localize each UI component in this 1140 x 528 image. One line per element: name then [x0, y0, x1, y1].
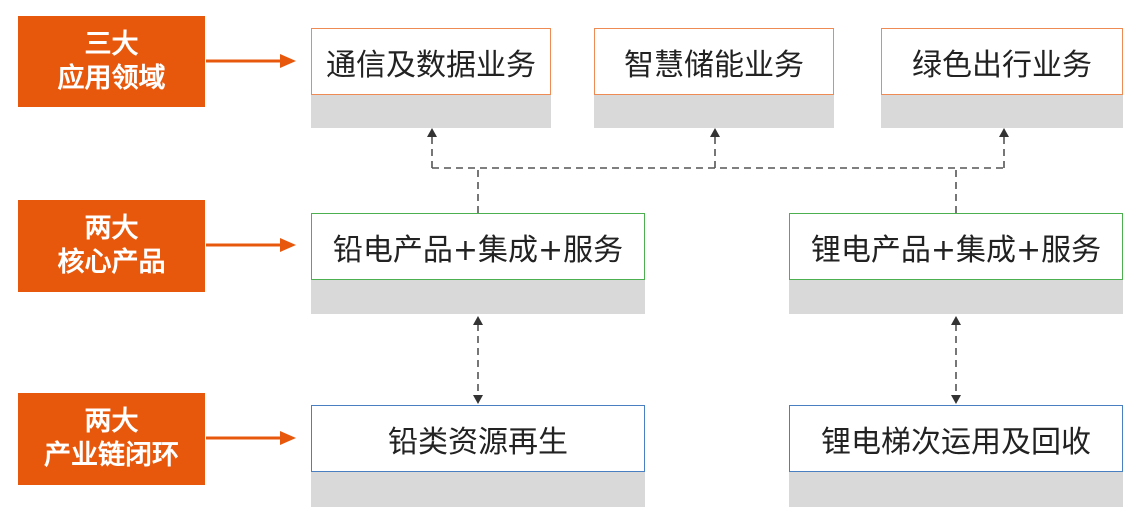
app-box-green-mobility: 绿色出行业务 — [881, 28, 1123, 95]
box-shadow — [594, 95, 834, 128]
box-shadow — [789, 472, 1123, 507]
app-box-label: 智慧储能业务 — [624, 47, 804, 83]
app-box-telecom-data: 通信及数据业务 — [311, 28, 551, 95]
label-line-1: 三大 — [84, 28, 139, 60]
arrow-right-icon — [206, 54, 296, 68]
loop-box-label: 铅类资源再生 — [388, 424, 568, 460]
app-box-smart-storage: 智慧储能业务 — [594, 28, 834, 95]
loop-box-label: 锂电梯次运用及回收 — [821, 424, 1091, 460]
label-core-products: 两大 核心产品 — [18, 200, 205, 292]
label-line-2: 产业链闭环 — [44, 440, 179, 471]
label-industry-loops: 两大 产业链闭环 — [18, 393, 205, 485]
app-box-label: 通信及数据业务 — [326, 47, 536, 83]
label-line-2: 应用领域 — [57, 62, 166, 94]
loop-box-lithium-recycling: 锂电梯次运用及回收 — [789, 405, 1123, 472]
product-box-label: 铅电产品+集成+服务 — [332, 232, 624, 268]
product-box-lead: 铅电产品+集成+服务 — [311, 213, 645, 280]
box-shadow — [311, 472, 645, 507]
product-box-lithium: 锂电产品+集成+服务 — [789, 213, 1123, 280]
app-box-label: 绿色出行业务 — [912, 47, 1092, 83]
box-shadow — [789, 280, 1123, 314]
arrow-right-icon — [206, 238, 296, 252]
arrow-right-icon — [206, 431, 296, 445]
product-box-label: 锂电产品+集成+服务 — [810, 232, 1102, 268]
label-line-1: 两大 — [84, 406, 139, 438]
box-shadow — [311, 95, 551, 128]
box-shadow — [881, 95, 1123, 128]
label-line-1: 两大 — [84, 213, 139, 245]
label-application-fields: 三大 应用领域 — [18, 16, 205, 107]
box-shadow — [311, 280, 645, 314]
label-line-2: 核心产品 — [57, 247, 166, 278]
loop-box-lead-recycling: 铅类资源再生 — [311, 405, 645, 472]
